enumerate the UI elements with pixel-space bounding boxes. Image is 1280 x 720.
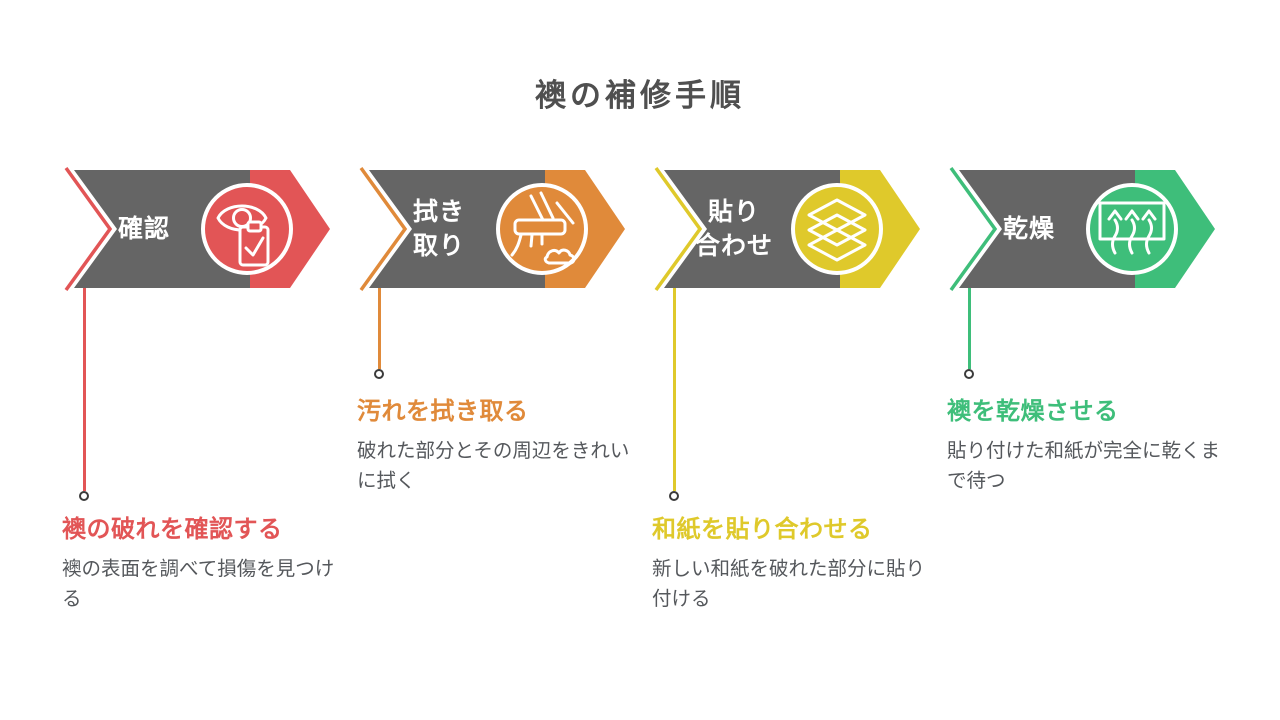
chevron-outline [359,166,408,292]
step-title: 襖を乾燥させる [947,398,1119,425]
banner-body [369,170,545,288]
step-title: 襖の破れを確認する [62,516,283,543]
connector-dot [964,369,974,379]
icon-circle [1086,183,1178,275]
step-description: 貼り付けた和紙が完全に乾くまで待つ [947,440,1221,492]
step-title: 和紙を貼り合わせる [652,516,873,543]
chevron-outline [949,166,998,292]
scrub-brush-icon [510,191,576,265]
drying-arrows-icon [1098,201,1166,255]
banner-body [74,170,250,288]
connector-line [83,288,86,491]
connector-dot [669,491,679,501]
step-label: 拭き 取り [412,198,465,260]
step-banner-arrow [949,166,1215,292]
banner-body [664,170,840,288]
step-banner-arrow [654,166,920,292]
inspect-eye-clipboard-icon [216,204,270,267]
page-title: 襖の補修手順 [535,78,745,113]
layers-icon [807,198,867,262]
step-confirm: 確認 襖の破れを確認する 襖の表面を調べて損傷を見つける [60,163,355,683]
step-dry: 乾燥 襖を乾燥させる 貼り付けた和紙が完全に乾くまで待つ [945,163,1240,683]
step-description: 新しい和紙を破れた部分に貼り付ける [652,558,926,610]
step-title: 汚れを拭き取る [357,398,529,425]
step-label: 確認 [117,215,170,243]
chevron-outline [654,166,703,292]
connector-line [673,288,676,491]
step-description: 破れた部分とその周辺をきれいに拭く [357,440,630,492]
connector-line [378,288,381,369]
step-wipe: 拭き 取り 汚れを拭き取る 破れた部分とその周辺をきれいに拭く [355,163,650,683]
step-banner-arrow [64,166,330,292]
chevron-outline [64,166,113,292]
connector-dot [79,491,89,501]
banner-body [959,170,1135,288]
step-label: 乾燥 [1002,215,1055,243]
step-paste: 貼り 合わせ 和紙を貼り合わせる 新しい和紙を破れた部分に貼り付ける [650,163,945,683]
step-label: 貼り 合わせ [694,198,773,260]
step-banner-arrow [359,166,625,292]
connector-line [968,288,971,369]
step-description: 襖の表面を調べて損傷を見つける [62,558,335,610]
connector-dot [374,369,384,379]
